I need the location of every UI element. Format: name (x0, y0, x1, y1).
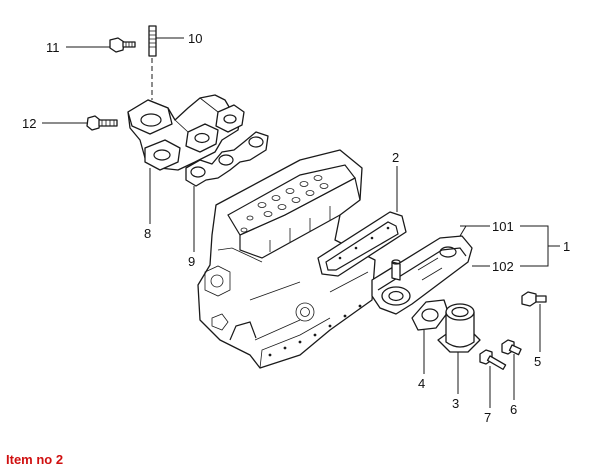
callout-102: 102 (492, 259, 514, 274)
callout-8: 8 (144, 226, 151, 241)
callout-5: 5 (534, 354, 541, 369)
exhaust-manifold (127, 94, 245, 171)
callout-101: 101 (492, 219, 514, 234)
callout-1: 1 (563, 239, 570, 254)
engine-block (197, 149, 376, 369)
callout-labels: 11 10 12 8 9 2 101 102 1 4 3 7 6 5 (22, 31, 570, 425)
callout-4: 4 (418, 376, 425, 391)
bolt-5 (521, 291, 547, 307)
bolt-12 (86, 115, 118, 131)
water-outlet (437, 303, 481, 353)
cover-gasket (317, 211, 407, 277)
callout-11: 11 (46, 40, 60, 55)
callout-7: 7 (484, 410, 491, 425)
callout-10: 10 (188, 31, 202, 46)
callout-9: 9 (188, 254, 195, 269)
callout-6: 6 (510, 402, 517, 417)
bolt-11 (109, 37, 136, 53)
bolt-7 (479, 349, 507, 370)
callout-2: 2 (392, 150, 399, 165)
outlet-gasket (411, 299, 449, 331)
leader-lines (42, 37, 560, 408)
callout-12: 12 (22, 116, 36, 131)
stud (148, 25, 157, 100)
water-housing (371, 235, 473, 315)
bolt-6 (501, 339, 522, 356)
manifold-gasket (185, 131, 269, 187)
callout-3: 3 (452, 396, 459, 411)
item-caption: Item no 2 (6, 452, 64, 467)
